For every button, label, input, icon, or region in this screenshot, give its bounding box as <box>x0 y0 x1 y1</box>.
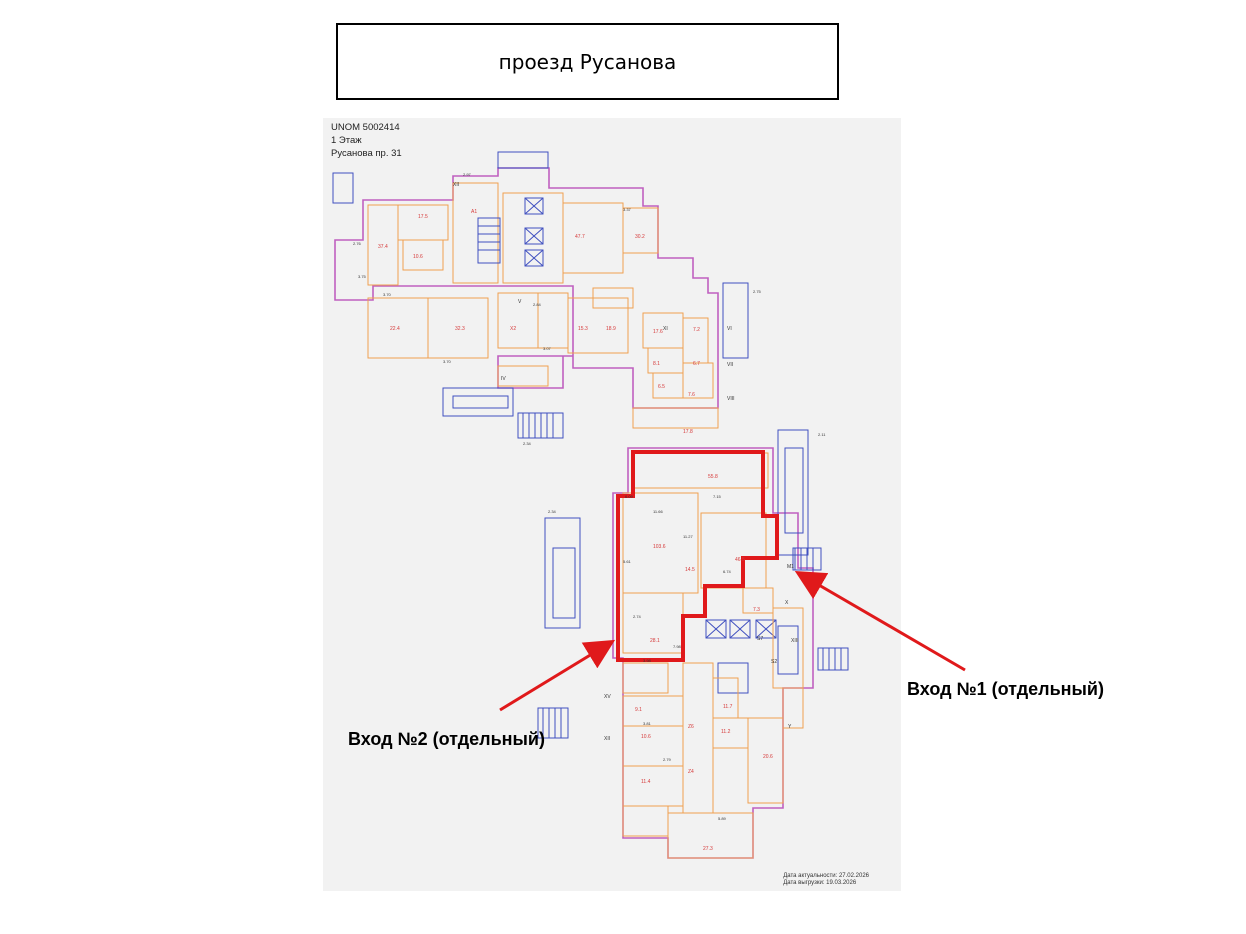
svg-text:55.8: 55.8 <box>708 474 718 480</box>
plan-export-date: Дата выгрузки: 19.03.2026 <box>783 880 857 886</box>
plan-footer: Дата актуальности: 27.02.2026 Дата выгру… <box>783 873 869 887</box>
svg-text:VIII: VIII <box>727 396 735 402</box>
svg-text:11.27: 11.27 <box>683 534 693 539</box>
svg-text:11.66: 11.66 <box>653 509 663 514</box>
svg-text:3.98: 3.98 <box>643 658 652 663</box>
plan-floor: 1 Этаж <box>331 135 362 146</box>
svg-text:20.6: 20.6 <box>763 754 773 760</box>
svg-text:10.6: 10.6 <box>641 734 651 740</box>
svg-text:11.4: 11.4 <box>641 779 651 785</box>
svg-text:30.2: 30.2 <box>635 234 645 240</box>
svg-text:V: V <box>518 299 522 305</box>
svg-text:47.7: 47.7 <box>575 234 585 240</box>
svg-text:10.6: 10.6 <box>413 254 423 260</box>
svg-text:32.3: 32.3 <box>455 326 465 332</box>
svg-text:XV: XV <box>604 694 611 700</box>
svg-text:22.4: 22.4 <box>390 326 400 332</box>
entrance2-label: Вход №2 (отдельный) <box>348 729 545 749</box>
svg-text:3.70: 3.70 <box>383 292 392 297</box>
svg-text:S2: S2 <box>771 659 777 665</box>
svg-text:XI: XI <box>663 326 668 332</box>
svg-text:2.75: 2.75 <box>753 289 762 294</box>
plan-actuality-date: Дата актуальности: 27.02.2026 <box>783 873 869 879</box>
svg-text:7.2: 7.2 <box>693 327 700 333</box>
svg-text:2.84: 2.84 <box>533 302 542 307</box>
svg-text:5.89: 5.89 <box>718 816 727 821</box>
svg-text:Z4: Z4 <box>688 769 694 775</box>
svg-text:VII: VII <box>727 362 733 368</box>
svg-text:46.5: 46.5 <box>735 557 745 563</box>
svg-text:VI: VI <box>727 326 732 332</box>
svg-text:3.75: 3.75 <box>358 274 367 279</box>
svg-text:8.1: 8.1 <box>653 361 660 367</box>
svg-text:11.7: 11.7 <box>723 704 733 710</box>
svg-text:6.74: 6.74 <box>723 569 732 574</box>
svg-text:6.5: 6.5 <box>658 384 665 390</box>
svg-text:2.74: 2.74 <box>633 614 642 619</box>
floor-plan: UNOM 5002414 1 Этаж Русанова пр. 31 <box>323 118 901 891</box>
svg-text:6.09: 6.09 <box>625 494 634 499</box>
svg-text:2.34: 2.34 <box>523 441 532 446</box>
svg-text:2.34: 2.34 <box>548 509 557 514</box>
svg-text:3.37: 3.37 <box>623 207 632 212</box>
svg-text:103.6: 103.6 <box>653 544 666 550</box>
svg-text:A1: A1 <box>471 209 477 215</box>
plan-unom: UNOM 5002414 <box>331 122 400 133</box>
plan-address: Русанова пр. 31 <box>331 148 402 159</box>
entrance1-label: Вход №1 (отдельный) <box>907 679 1104 699</box>
svg-text:M1: M1 <box>787 564 794 570</box>
svg-text:3.81: 3.81 <box>643 721 652 726</box>
svg-text:17.8: 17.8 <box>683 429 693 435</box>
svg-text:X2: X2 <box>510 326 516 332</box>
street-name-box: проезд Русанова <box>336 23 839 100</box>
svg-text:XII: XII <box>604 736 610 742</box>
svg-text:17.5: 17.5 <box>418 214 428 220</box>
svg-text:7.6: 7.6 <box>688 392 695 398</box>
entrance2-arrow <box>499 639 616 712</box>
svg-text:14.5: 14.5 <box>685 567 695 573</box>
svg-text:5.61: 5.61 <box>623 559 632 564</box>
svg-text:2.97: 2.97 <box>463 172 472 177</box>
svg-text:Y: Y <box>788 724 792 730</box>
svg-text:IV: IV <box>501 376 506 382</box>
highlighted-premises <box>616 450 779 662</box>
svg-text:18.9: 18.9 <box>606 326 616 332</box>
svg-text:XIII: XIII <box>791 638 799 644</box>
svg-text:6.7: 6.7 <box>693 361 700 367</box>
svg-text:28.1: 28.1 <box>650 638 660 644</box>
svg-text:Z6: Z6 <box>688 724 694 730</box>
svg-text:2.76: 2.76 <box>353 241 362 246</box>
entrance1-arrow <box>794 570 966 672</box>
svg-text:3.70: 3.70 <box>443 359 452 364</box>
svg-text:17.6: 17.6 <box>653 329 663 335</box>
svg-text:2.11: 2.11 <box>818 432 826 437</box>
svg-text:S7: S7 <box>757 636 763 642</box>
svg-text:7.15: 7.15 <box>713 494 722 499</box>
svg-text:11.2: 11.2 <box>721 729 731 735</box>
street-name: проезд Русанова <box>498 49 677 74</box>
svg-text:37.4: 37.4 <box>378 244 388 250</box>
svg-text:3.07: 3.07 <box>543 346 552 351</box>
svg-text:X: X <box>785 600 789 606</box>
plan-header: UNOM 5002414 1 Этаж Русанова пр. 31 <box>331 121 402 160</box>
svg-text:7.3: 7.3 <box>753 607 760 613</box>
svg-text:9.1: 9.1 <box>635 707 642 713</box>
svg-text:XII: XII <box>453 182 459 188</box>
svg-text:2.79: 2.79 <box>663 757 672 762</box>
svg-text:15.3: 15.3 <box>578 326 588 332</box>
svg-text:27.3: 27.3 <box>703 846 713 852</box>
svg-text:7.98: 7.98 <box>673 644 682 649</box>
